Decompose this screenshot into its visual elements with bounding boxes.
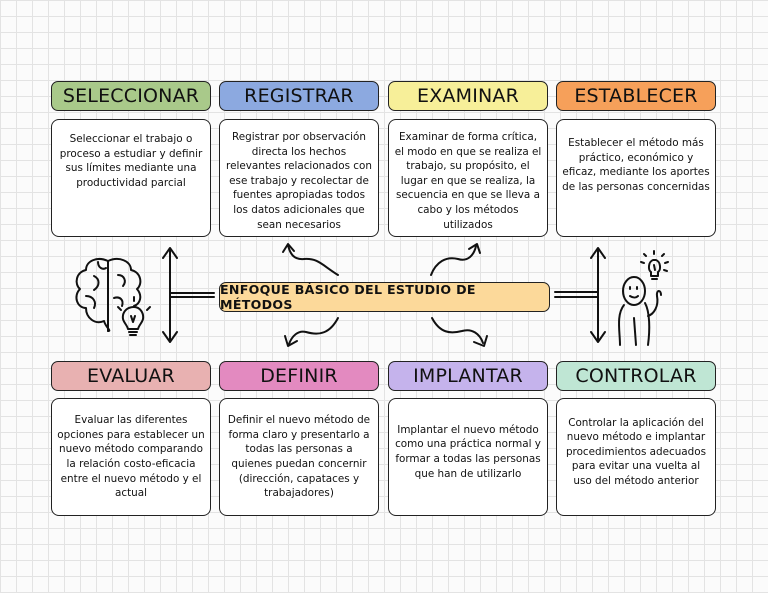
person-idea-icon: [619, 251, 668, 345]
left-branch-arrows: [163, 248, 214, 342]
arrow-to-registrar: [283, 244, 338, 275]
brain-lightbulb-icon: [76, 259, 150, 335]
arrow-to-implantar: [432, 318, 487, 346]
arrow-to-examinar: [431, 244, 480, 275]
arrow-to-definir: [285, 318, 338, 346]
right-branch-arrows: [555, 248, 605, 342]
